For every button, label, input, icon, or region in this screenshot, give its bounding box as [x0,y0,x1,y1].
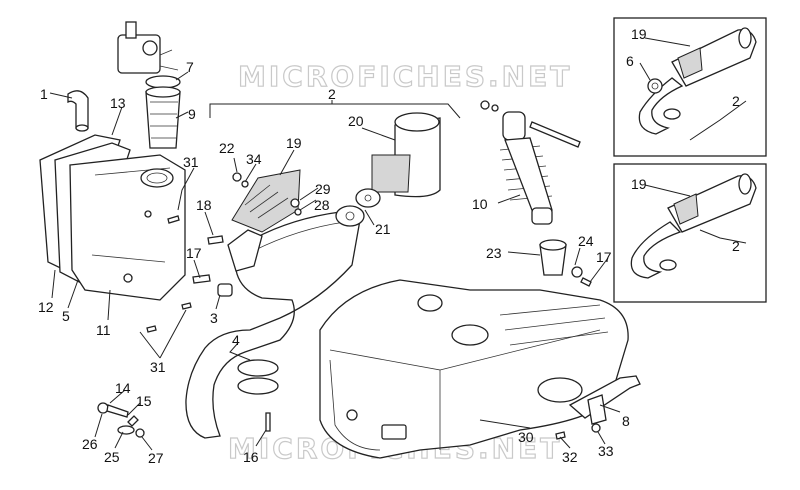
label-17-right: 17 [596,249,612,265]
label-17-left: 17 [186,245,202,261]
label-27: 27 [148,450,164,466]
label-21: 21 [375,221,391,237]
label-31-bottom: 31 [150,359,166,375]
label-18: 18 [196,197,212,213]
engine-screws [555,423,601,440]
leader-lines [49,37,747,451]
label-25: 25 [104,449,120,465]
engine-block [319,279,629,459]
label-12: 12 [38,299,54,315]
carburettor [117,21,179,74]
housing-screws [146,215,192,333]
shock-absorber [480,100,581,225]
label-31-top: 31 [183,154,199,170]
label-6: 6 [626,53,634,69]
label-32: 32 [562,449,578,465]
label-8: 8 [622,413,630,429]
label-19-shield: 19 [286,135,302,151]
label-2-inset-bottom: 2 [732,238,740,254]
mount-bush [539,239,592,287]
label-19-inset-bottom: 19 [631,176,647,192]
label-20: 20 [348,113,364,129]
exhaust-muffler [185,205,365,439]
label-30: 30 [518,429,534,445]
label-23: 23 [486,245,502,261]
label-7: 7 [186,59,194,75]
label-28: 28 [314,197,330,213]
label-4: 4 [232,332,240,348]
silencer-cartridge [355,112,441,208]
label-13: 13 [110,95,126,111]
label-15: 15 [136,393,152,409]
air-filter-housing [39,134,186,301]
label-5: 5 [62,308,70,324]
label-34: 34 [246,151,262,167]
part-labels: 1 2 2 2 3 4 5 6 7 8 9 10 11 12 13 14 15 … [38,26,740,466]
label-33: 33 [598,443,614,459]
label-22: 22 [219,140,235,156]
label-3: 3 [210,310,218,326]
label-19-inset-top: 19 [631,26,647,42]
label-29: 29 [315,181,331,197]
label-24: 24 [578,233,594,249]
label-16: 16 [243,449,259,465]
hardware-bolts [192,172,302,432]
kickstart-lever [568,375,641,425]
label-14: 14 [115,380,131,396]
group-bracket [209,103,461,119]
watermark-top: MICROFICHES.NET [238,60,572,93]
label-1: 1 [40,86,48,102]
inset-bottom [613,163,767,303]
label-26: 26 [82,436,98,452]
intake-tube [67,90,89,132]
clamp-small-parts [97,402,145,438]
label-2-group: 2 [328,86,336,102]
intake-sleeve [145,75,181,149]
label-9: 9 [188,106,196,122]
inset-top [613,17,767,157]
heat-shield [231,169,301,233]
label-11: 11 [96,322,111,338]
label-2-inset-top: 2 [732,93,740,109]
label-10: 10 [472,196,488,212]
